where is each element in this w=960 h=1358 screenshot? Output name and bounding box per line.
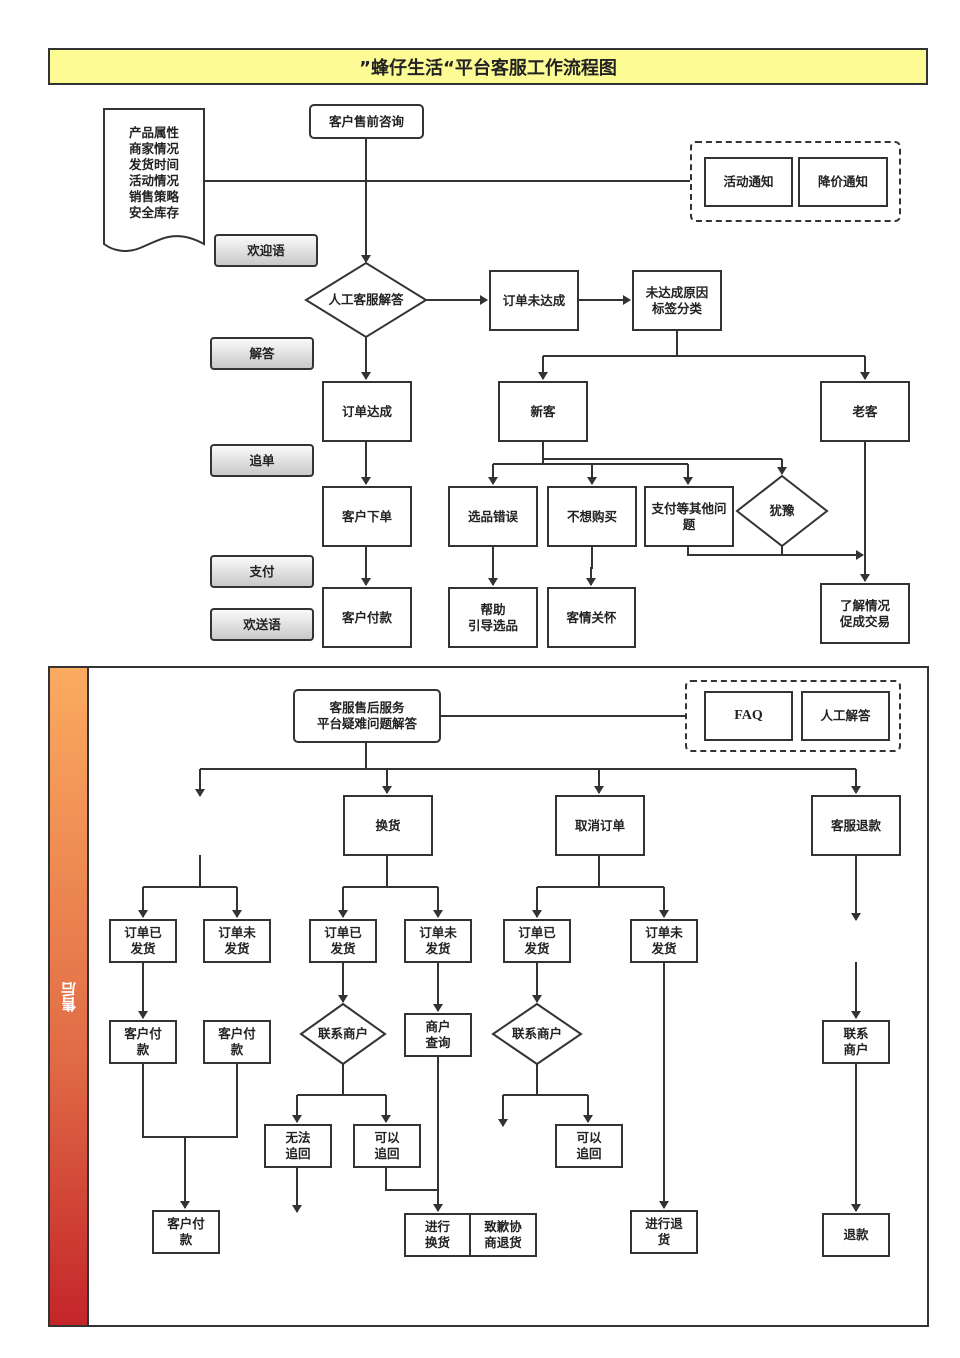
after-sale-lane-label: 售后 — [48, 666, 89, 1327]
merchant-query-node: 商户 查询 — [404, 1013, 472, 1057]
not-want-node: 不想购买 — [547, 486, 637, 547]
customer-pay-node-3: 客户付 款 — [152, 1210, 220, 1254]
contact-merchant-decision: 联系商户 — [317, 1026, 368, 1041]
support-channel-group — [685, 680, 901, 752]
reason-tag-node: 未达成原因 标签分类 — [632, 270, 722, 331]
close-deal-node: 了解情况 促成交易 — [820, 583, 910, 644]
payment-issue-node: 支付等其他问题 — [644, 486, 734, 547]
apologize-return-node: 致歉协 商退货 — [469, 1213, 537, 1257]
can-recover-node-2: 可以 追回 — [555, 1124, 623, 1168]
pay-button[interactable]: 支付 — [210, 555, 314, 588]
document-shape — [103, 108, 205, 252]
follow-up-button[interactable]: 追单 — [210, 444, 314, 477]
cannot-recover-node: 无法 追回 — [264, 1124, 332, 1168]
activity-notice-node: 活动通知 — [704, 157, 793, 207]
price-drop-notice-node: 降价通知 — [798, 157, 888, 207]
contact-merchant-decision-2: 联系商户 — [511, 1026, 562, 1041]
can-recover-node: 可以 追回 — [353, 1124, 421, 1168]
cancel-shipped-node: 订单已 发货 — [503, 919, 571, 963]
customer-care-node: 客情关怀 — [547, 587, 636, 648]
human-answer-node: 人工解答 — [801, 691, 890, 741]
chart-title: ”蜂仔生活“平台客服工作流程图 — [48, 48, 928, 85]
order-not-done-node: 订单未达成 — [489, 270, 579, 331]
info-document: 产品属性 商家情况 发货时间 活动情况 销售策略 安全库存 — [128, 125, 179, 220]
wrong-selection-node: 选品错误 — [448, 486, 538, 547]
place-order-node: 客户下单 — [322, 486, 412, 547]
do-return-node: 进行退 货 — [630, 1210, 698, 1254]
notice-group — [690, 141, 901, 222]
unshipped-node: 订单未 发货 — [203, 919, 271, 963]
answer-button[interactable]: 解答 — [210, 337, 314, 370]
exchange-unshipped-node: 订单未 发货 — [404, 919, 472, 963]
shipped-node: 订单已 发货 — [109, 919, 177, 963]
manual-service-decision: 人工客服解答 — [328, 292, 404, 307]
cancel-order-node: 取消订单 — [555, 795, 645, 856]
presale-consult-node: 客户售前咨询 — [309, 104, 424, 139]
farewell-button[interactable]: 欢送语 — [210, 608, 314, 641]
exchange-shipped-node: 订单已 发货 — [309, 919, 377, 963]
welcome-button[interactable]: 欢迎语 — [214, 234, 318, 267]
new-customer-node: 新客 — [498, 381, 588, 442]
contact-merchant-node: 联系 商户 — [822, 1020, 890, 1064]
guide-selection-node: 帮助 引导选品 — [448, 587, 538, 648]
customer-pay-node-2: 客户付 款 — [203, 1020, 271, 1064]
cs-refund-node: 客服退款 — [811, 795, 901, 856]
hesitate-decision: 犹豫 — [769, 503, 795, 518]
cancel-unshipped-node: 订单未 发货 — [630, 919, 698, 963]
refund-node: 退款 — [822, 1213, 890, 1257]
old-customer-node: 老客 — [820, 381, 910, 442]
customer-pay-node: 客户付 款 — [109, 1020, 177, 1064]
order-done-node: 订单达成 — [322, 381, 412, 442]
aftersale-service-node: 客服售后服务 平台疑难问题解答 — [293, 689, 441, 743]
faq-node: FAQ — [704, 691, 793, 741]
exchange-node: 换货 — [343, 795, 433, 856]
customer-paid-node: 客户付款 — [322, 587, 412, 648]
do-exchange-node: 进行 换货 — [404, 1213, 471, 1257]
